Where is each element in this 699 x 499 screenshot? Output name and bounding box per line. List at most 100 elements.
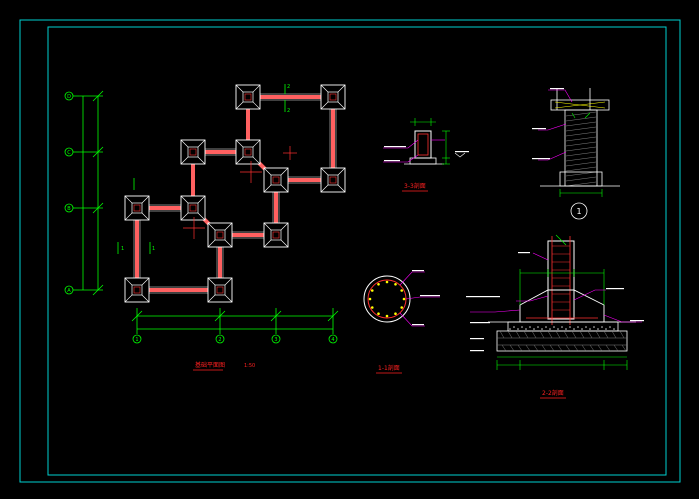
base-tick <box>603 330 609 339</box>
base-tick <box>525 344 531 352</box>
footing-slope-line <box>141 212 150 221</box>
inner-frame <box>47 26 667 476</box>
footing-slope-line <box>180 195 189 204</box>
axis-label-c: C <box>67 150 71 156</box>
plan-title: 基础平面图 <box>195 361 225 369</box>
hatch-line <box>565 176 597 182</box>
footing-slope-line <box>141 277 150 286</box>
base-tick <box>611 330 617 339</box>
section-2-column <box>547 240 575 320</box>
footing-slope-line <box>235 156 244 165</box>
base-tick <box>557 344 563 352</box>
footing-column <box>327 91 339 103</box>
hatch-line <box>565 121 597 127</box>
rebar-dot <box>368 297 372 301</box>
base-tick <box>597 344 603 352</box>
gravel-dot <box>589 328 591 330</box>
footing-rebar <box>133 204 141 212</box>
base-tick <box>581 344 587 352</box>
gravel-dot <box>521 326 523 328</box>
base-tick <box>587 330 593 339</box>
base-tick <box>541 344 547 352</box>
footing <box>235 139 261 165</box>
footing-slope-line <box>337 101 346 110</box>
footing-slope-line <box>320 167 329 176</box>
footing-slope-line <box>207 239 216 248</box>
footing-slope-line <box>141 294 150 303</box>
footing <box>124 277 150 303</box>
section-3-pier <box>414 130 432 159</box>
footing <box>124 195 150 221</box>
footing-column <box>242 91 254 103</box>
axis-bubble-1 <box>132 334 142 344</box>
gravel-dot <box>509 328 511 330</box>
footing <box>320 167 346 193</box>
footing-rebar <box>329 176 337 184</box>
section-2-gravel-hatch <box>509 326 615 330</box>
gravel-dot <box>565 328 567 330</box>
hatch-line <box>565 111 597 117</box>
detail-1-wall-hatch <box>565 111 597 187</box>
hatch-line <box>565 181 597 187</box>
footing <box>263 167 289 193</box>
rebar-dot <box>385 280 389 284</box>
plan-scale: 1:50 <box>244 363 255 369</box>
gravel-dot <box>585 326 587 328</box>
hatch-line <box>565 146 597 152</box>
base-tick <box>523 330 529 339</box>
gravel-dot <box>541 328 543 330</box>
detail-1-symbol <box>570 202 588 220</box>
footing-slope-line <box>180 156 189 165</box>
footing-slope-line <box>320 84 329 93</box>
foundation-plan: D C B A <box>64 84 346 371</box>
gravel-dot <box>561 326 563 328</box>
footing-slope-line <box>337 84 346 93</box>
base-tick <box>573 344 579 352</box>
section-2-stirrups <box>526 245 598 319</box>
rebar-dot <box>394 282 397 286</box>
base-tick <box>539 330 545 339</box>
base-tick <box>613 344 619 352</box>
section-mark-2-top: 2 <box>287 84 290 90</box>
base-tick <box>509 344 515 352</box>
section-3-base <box>409 157 437 165</box>
rebar-dot <box>377 282 380 286</box>
footing-column <box>187 202 199 214</box>
section-1-title: 1-1剖面 <box>378 364 400 372</box>
footing-slope-line <box>320 101 329 110</box>
gravel-dot <box>581 328 583 330</box>
gravel-dot <box>609 326 611 328</box>
hatch-line <box>565 136 597 142</box>
section-mark-2-mid: 2 <box>287 108 290 114</box>
plan-beam-edges <box>133 93 337 294</box>
base-tick <box>579 330 585 339</box>
gravel-dot <box>593 326 595 328</box>
hatch-line <box>565 131 597 137</box>
footing-slope-line <box>124 277 133 286</box>
detail-1-number: 1 <box>576 207 581 216</box>
section-2-footing <box>519 289 605 323</box>
section-1-1: 1-1剖面 <box>363 270 440 374</box>
gravel-dot <box>517 328 519 330</box>
footing-column <box>327 174 339 186</box>
footing-slope-line <box>224 277 233 286</box>
footing-slope-line <box>124 212 133 221</box>
gravel-dot <box>613 328 615 330</box>
footing-rebar <box>244 148 252 156</box>
base-tick <box>571 330 577 339</box>
footing-slope-line <box>207 294 216 303</box>
gravel-dot <box>573 328 575 330</box>
base-tick <box>533 344 539 352</box>
plan-section-marks <box>117 84 286 254</box>
footing-slope-line <box>252 84 261 93</box>
plan-column-axes: 1 2 3 4 <box>132 334 338 344</box>
base-tick <box>619 330 625 339</box>
hatch-line <box>565 151 597 157</box>
footing-slope-line <box>252 139 261 148</box>
section-3-3: 3-3剖面 <box>383 118 469 192</box>
footing-slope-line <box>197 195 206 204</box>
footing-slope-line <box>197 139 206 148</box>
footing-slope-line <box>280 239 289 248</box>
footing-column <box>242 146 254 158</box>
